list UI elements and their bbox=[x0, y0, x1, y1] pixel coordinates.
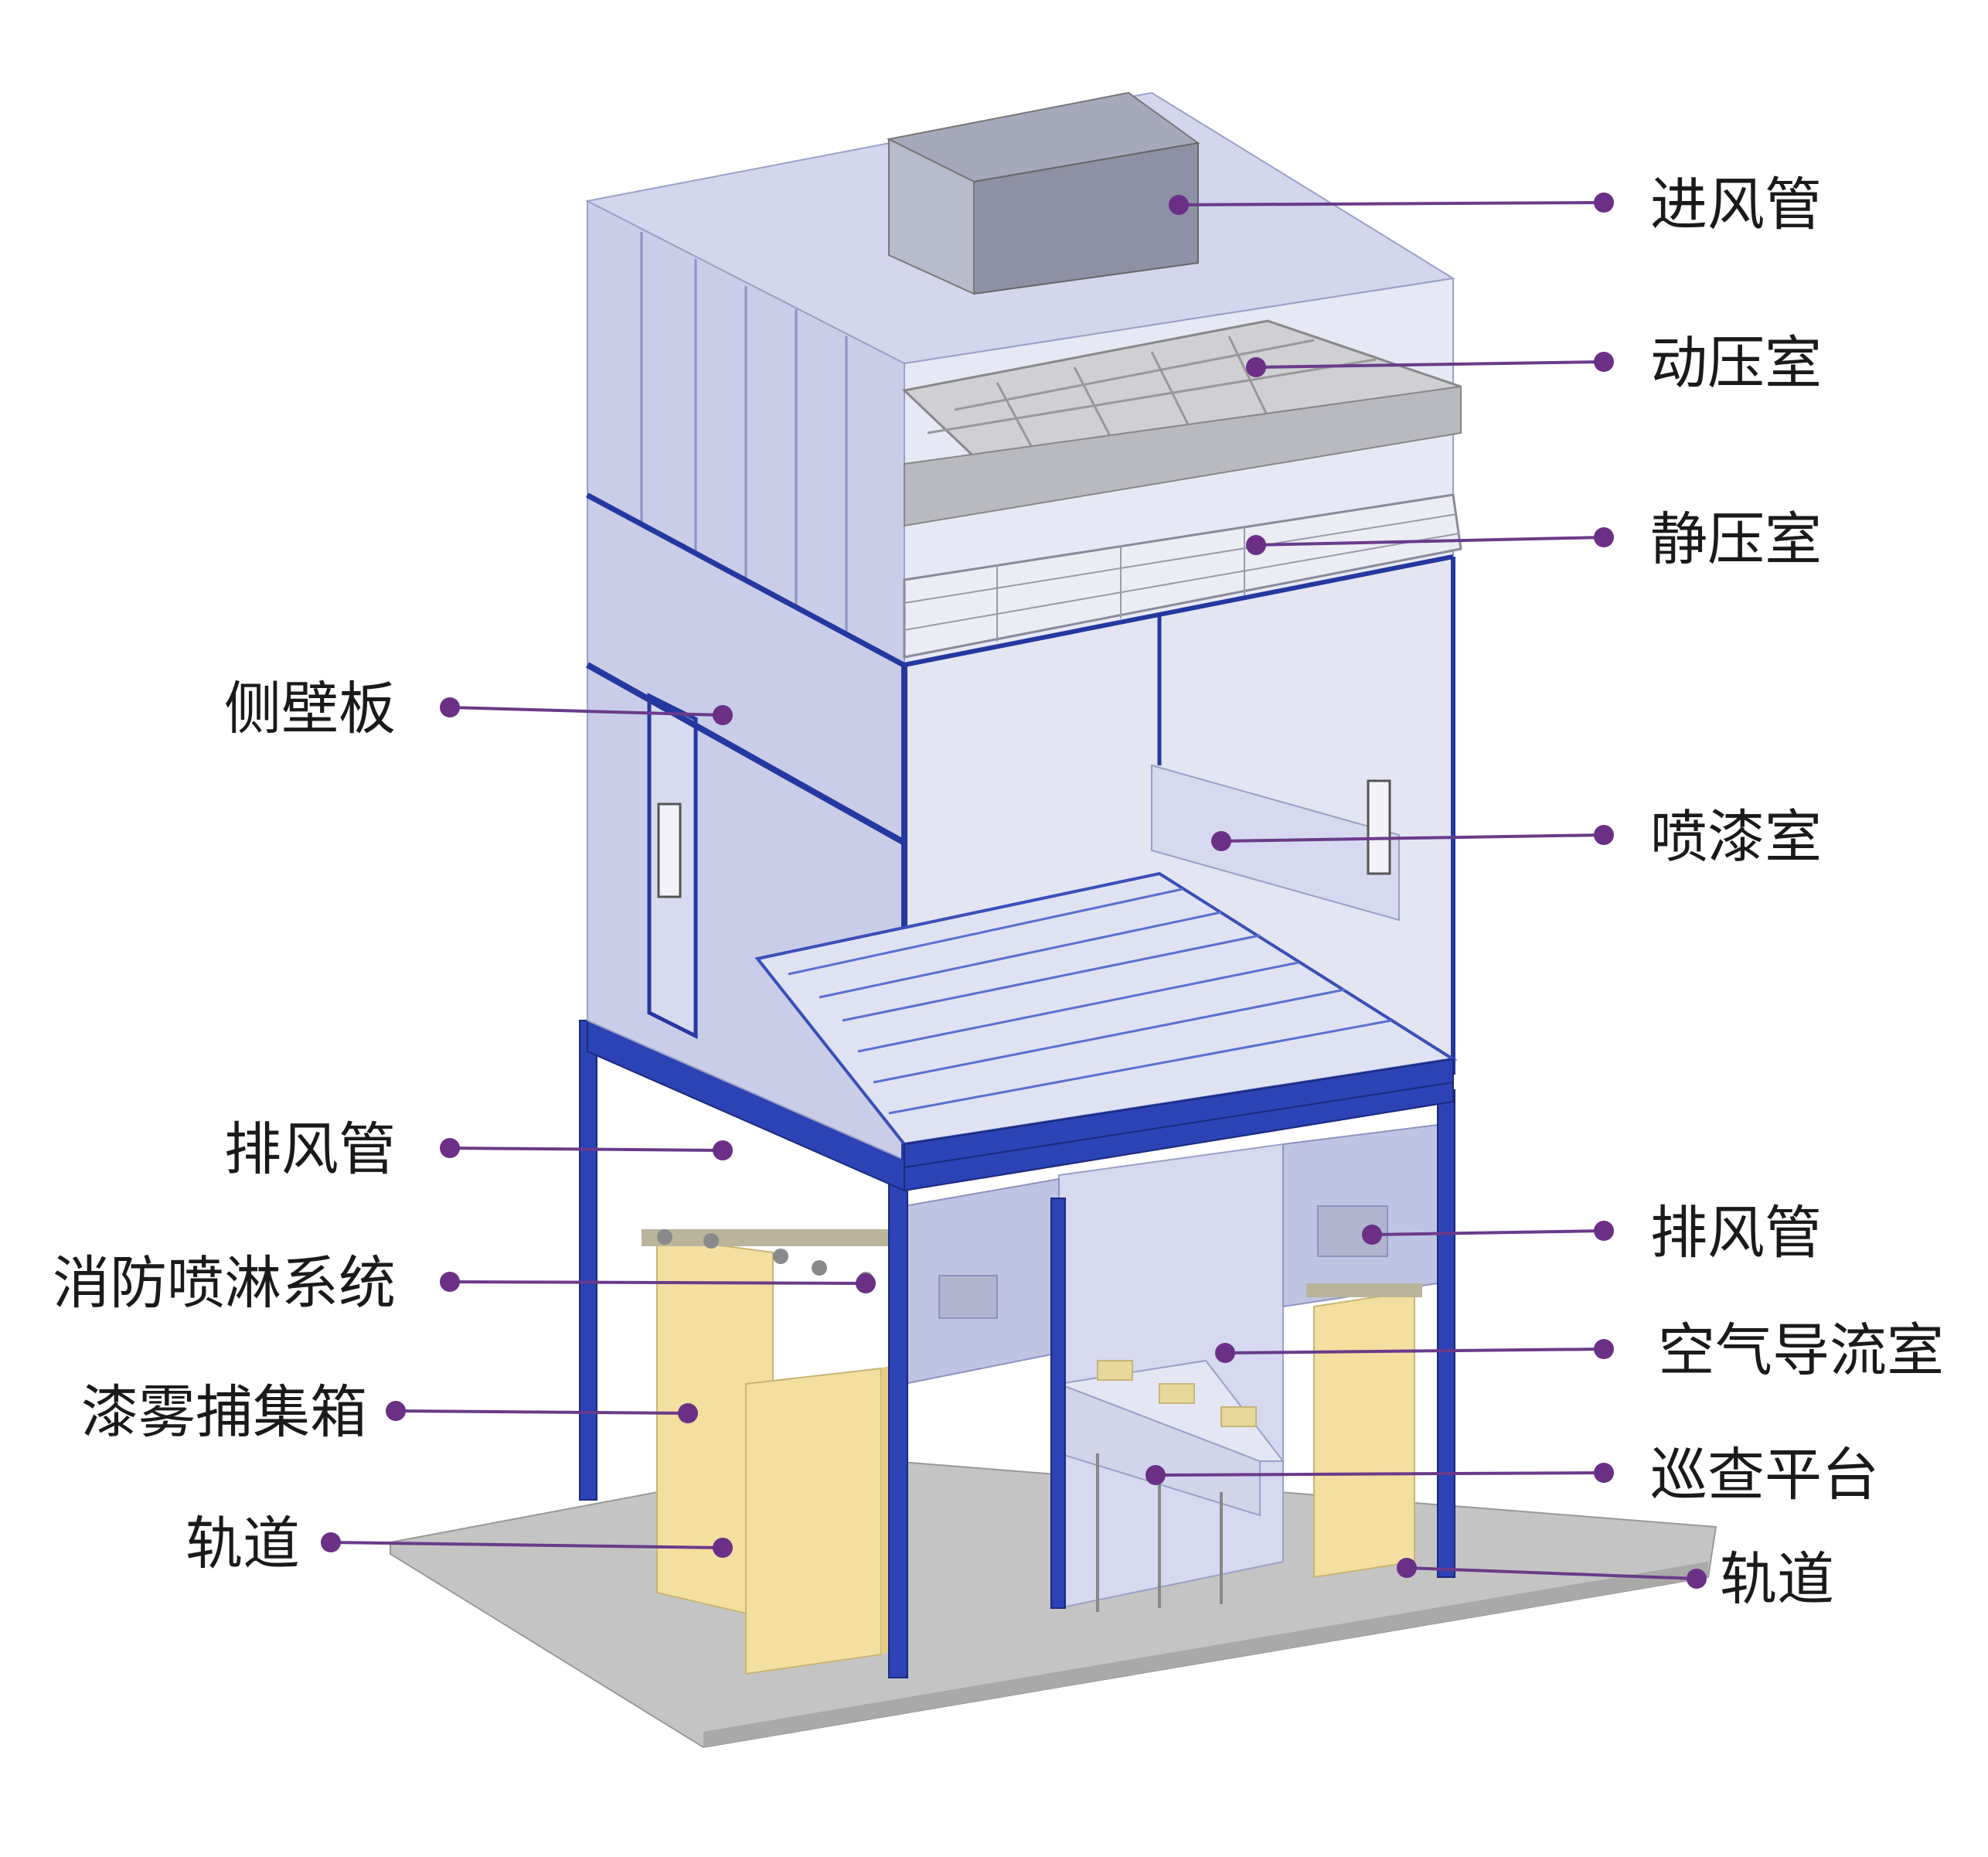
plenum-left-wall-seams bbox=[640, 232, 848, 634]
label-exhaust-duct-left: 排风管 bbox=[224, 1116, 396, 1183]
leader-paint-mist-collection-box bbox=[386, 1401, 698, 1423]
inspection-platform-legs bbox=[1096, 1453, 1223, 1612]
inspection-platform-top bbox=[1056, 1359, 1285, 1462]
leader-dynamic-pressure-chamber bbox=[1246, 352, 1614, 377]
track-rail-left bbox=[642, 1229, 897, 1246]
mesh-lines bbox=[904, 513, 1460, 642]
column-back-right bbox=[1437, 1089, 1455, 1578]
column-front-mid bbox=[888, 1182, 908, 1678]
booth-window-left bbox=[657, 802, 682, 898]
air-guide-slots bbox=[1097, 1360, 1257, 1427]
leader-inspection-platform bbox=[1145, 1463, 1614, 1485]
booth-window-right bbox=[1367, 779, 1391, 875]
leader-spray-booth bbox=[1211, 825, 1614, 851]
exhaust-duct-left-box bbox=[938, 1275, 998, 1319]
leader-track-right bbox=[1397, 1558, 1707, 1589]
inlet-duct-side bbox=[888, 138, 975, 295]
plenum-frame-front bbox=[904, 554, 1454, 667]
label-paint-mist-collection-box: 漆雾捕集箱 bbox=[81, 1379, 367, 1446]
label-track-right: 轨道 bbox=[1720, 1546, 1834, 1613]
leader-exhaust-duct-left bbox=[440, 1138, 733, 1160]
leader-track-left bbox=[321, 1532, 733, 1558]
label-exhaust-duct-right: 排风管 bbox=[1650, 1200, 1822, 1266]
leader-static-pressure-chamber bbox=[1246, 527, 1614, 555]
label-fire-sprinkler-system: 消防喷淋系统 bbox=[53, 1250, 396, 1317]
label-side-wall-panel: 侧壁板 bbox=[224, 676, 396, 742]
column-mid-right bbox=[1050, 1198, 1066, 1609]
track-rollers-left bbox=[657, 1229, 873, 1287]
booth-frame-left-mid bbox=[586, 662, 906, 846]
floor-slab-edge bbox=[703, 1562, 1708, 1747]
track-rail-right bbox=[1306, 1283, 1422, 1297]
label-dynamic-pressure-chamber: 动压室 bbox=[1650, 330, 1822, 397]
leader-inlet-duct bbox=[1169, 193, 1614, 215]
leader-side-wall-panel bbox=[440, 697, 733, 725]
label-inspection-platform: 巡查平台 bbox=[1650, 1442, 1879, 1508]
label-track-left: 轨道 bbox=[186, 1511, 300, 1577]
collector-box-front bbox=[745, 1367, 882, 1675]
label-air-guide-chamber: 空气导流室 bbox=[1658, 1317, 1944, 1384]
label-spray-booth: 喷漆室 bbox=[1650, 804, 1822, 871]
spray-booth-right-partition bbox=[1151, 764, 1400, 922]
grating-front-beam bbox=[904, 1058, 1454, 1169]
leader-air-guide-chamber bbox=[1215, 1339, 1614, 1363]
leader-exhaust-duct-right bbox=[1362, 1221, 1614, 1245]
column-front-left bbox=[579, 1020, 597, 1501]
leader-fire-sprinkler-system bbox=[440, 1272, 876, 1293]
label-static-pressure-chamber: 静压室 bbox=[1650, 506, 1822, 573]
collector-box-right bbox=[1313, 1290, 1415, 1579]
filter-face bbox=[904, 385, 1462, 527]
label-inlet-duct: 进风管 bbox=[1650, 172, 1822, 238]
plenum-frame-left bbox=[586, 492, 906, 667]
grating-pattern bbox=[788, 888, 1392, 1115]
